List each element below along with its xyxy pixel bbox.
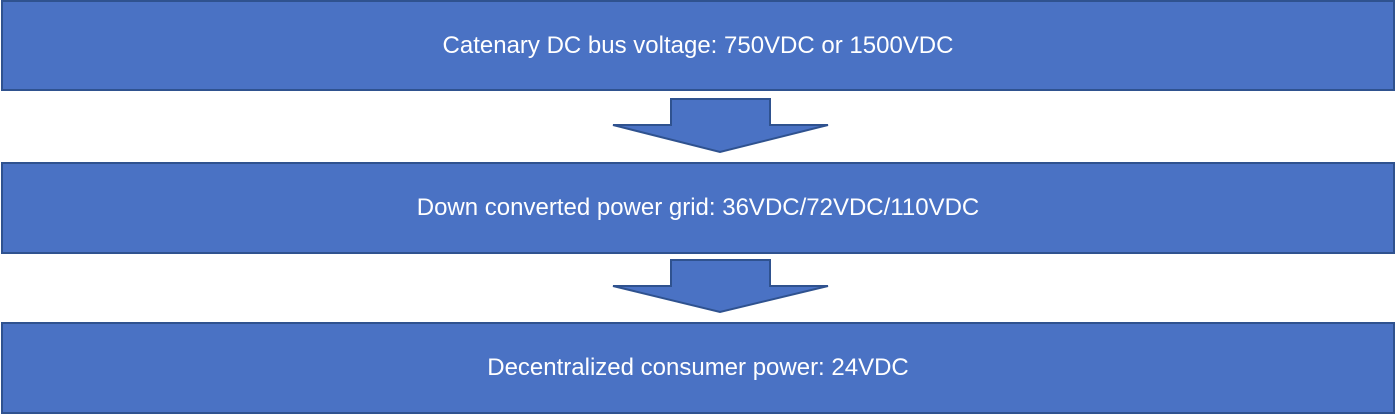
stage-box-consumer: Decentralized consumer power: 24VDC <box>1 322 1395 414</box>
stage-label: Decentralized consumer power: 24VDC <box>487 354 909 381</box>
down-arrow-icon <box>612 259 829 314</box>
stage-label: Down converted power grid: 36VDC/72VDC/1… <box>416 194 980 221</box>
stage-label: Catenary DC bus voltage: 750VDC or 1500V… <box>442 31 954 59</box>
stage-box-down-converted: Down converted power grid: 36VDC/72VDC/1… <box>1 162 1395 254</box>
stage-box-catenary: Catenary DC bus voltage: 750VDC or 1500V… <box>1 0 1395 91</box>
down-arrow-icon <box>612 98 829 154</box>
